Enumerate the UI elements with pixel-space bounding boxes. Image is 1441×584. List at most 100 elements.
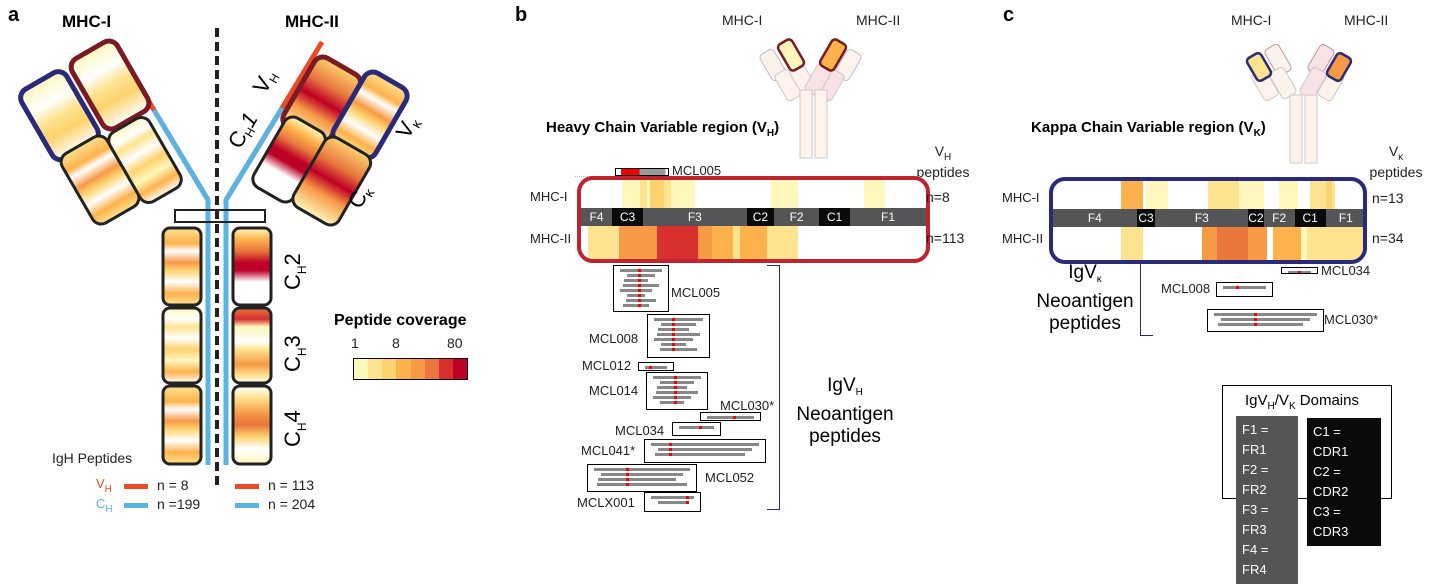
ch2-domain-mhc2 [231, 226, 273, 307]
ch-line-left [151, 108, 211, 465]
peptide-alignment-box [644, 492, 701, 512]
mutation-mark [625, 473, 629, 476]
heat-band [618, 226, 657, 259]
heat-band [770, 180, 799, 208]
heat-band [1248, 227, 1267, 260]
mutation-mark [638, 284, 642, 287]
mutation-mark [686, 496, 690, 499]
peptide-bar [601, 473, 683, 476]
heat-band [1325, 181, 1332, 209]
sample-label: MCL005 [671, 285, 721, 300]
peptide-alignment-box [613, 265, 669, 312]
peptide-alignment-box [587, 464, 697, 492]
ch-legend-swatch-mhc2 [235, 503, 259, 508]
heat-band [1121, 181, 1143, 209]
heat-band [1146, 181, 1168, 209]
domain-c3: C3 [612, 208, 644, 226]
b-neoantigen-title: IgVH Neoantigen peptides [796, 375, 894, 447]
vh-n-mhc2: n = 113 [268, 477, 315, 493]
sample-label: MCL012 [582, 358, 632, 373]
heat-band [732, 226, 740, 259]
ch-line-right [223, 106, 285, 465]
sample-label: MCL034 [615, 423, 665, 438]
mutation-mark [669, 448, 672, 451]
ch-n-mhc2: n = 204 [268, 496, 316, 512]
peptide-bar [656, 391, 698, 394]
peptide-bar [598, 478, 676, 481]
b-mhc1-heatmap-row [581, 180, 926, 208]
heat-band [1307, 227, 1363, 260]
sample-label: MCL014 [589, 383, 639, 398]
domain-f3: F3 [1155, 209, 1249, 227]
ch2-domain-mhc1 [161, 226, 203, 307]
b-mcl005-top-bar [615, 168, 669, 176]
mutation-mark [649, 366, 653, 369]
heat-band [1201, 227, 1218, 260]
ch4-domain-mhc2 [231, 384, 273, 466]
domain-c2: C2 [1248, 209, 1264, 227]
peptide-bar [661, 323, 696, 326]
heat-band [650, 180, 664, 208]
panel-b-letter: b [515, 4, 528, 26]
ch4-domain-mhc1 [161, 384, 203, 466]
sample-label: MCLX001 [577, 495, 635, 510]
peptide-bar [1214, 313, 1317, 316]
mutation-mark [672, 338, 676, 341]
heat-band [767, 226, 799, 259]
ch3-label: CH3 [280, 335, 309, 372]
b-n-mhc2: n=113 [926, 230, 965, 246]
b-mcl005-top-label: MCL005 [672, 163, 722, 178]
peptide-bar [597, 483, 687, 486]
mutation-mark [625, 483, 629, 486]
mutation-mark [672, 333, 676, 336]
domain-f4: F4 [581, 208, 613, 226]
domain-f1: F1 [1325, 209, 1363, 227]
b-row-label-mhc1: MHC-I [530, 189, 568, 204]
mhc1-title: MHC-I [62, 12, 112, 31]
ch-legend-label: CH [96, 496, 113, 515]
peptide-bar [654, 318, 703, 321]
c-mhc1-heatmap-row [1053, 181, 1363, 209]
ch4-label: CH4 [280, 410, 309, 447]
peptide-alignment-box [647, 314, 710, 358]
peptide-bar [1221, 318, 1310, 321]
heat-band [1217, 227, 1249, 260]
mutation-mark [674, 381, 677, 384]
sample-label: MCL041* [581, 443, 636, 458]
sample-label: MCL030* [1324, 312, 1379, 327]
peptide-alignment-box [1216, 282, 1273, 297]
heat-band [698, 226, 713, 259]
colorbar-step-3 [382, 359, 397, 379]
vh-domain-mhc1 [68, 38, 152, 132]
mutation-mark [1236, 286, 1240, 289]
heat-band [656, 226, 699, 259]
coverage-tick-8: 8 [392, 335, 400, 351]
b-row-label-mhc2: MHC-II [530, 231, 572, 246]
peptide-alignment-box [644, 439, 766, 463]
c-n-mhc1: n=13 [1372, 190, 1404, 206]
b-title: Heavy Chain Variable region (VH) [546, 119, 780, 139]
panel-c-letter: c [1003, 4, 1015, 26]
domain-c1: C1 [819, 208, 851, 226]
heat-band [587, 226, 619, 259]
c-mini-mhc2: MHC-II [1344, 12, 1389, 28]
mutation-mark [638, 299, 642, 302]
domain-f3: F3 [643, 208, 747, 226]
igh-peptides-title: IgH Peptides [52, 450, 133, 466]
b-mini-mhc1: MHC-I [722, 12, 763, 28]
hinge [174, 209, 266, 223]
colorbar-step-6 [424, 359, 439, 379]
domain-c3: C3 [1136, 209, 1156, 227]
b-bracket [767, 265, 780, 510]
mhc2-title: MHC-II [285, 12, 339, 31]
c-n-mhc2: n=34 [1372, 230, 1404, 246]
peptide-alignment-box [1281, 267, 1318, 274]
peptide-bar [651, 496, 694, 499]
colorbar-step-2 [368, 359, 383, 379]
mutation-mark [698, 426, 702, 429]
coverage-tick-80: 80 [447, 335, 463, 351]
b-mhc2-heatmap-row [581, 226, 926, 259]
mutation-mark [672, 343, 676, 346]
mutation-mark [638, 279, 642, 282]
